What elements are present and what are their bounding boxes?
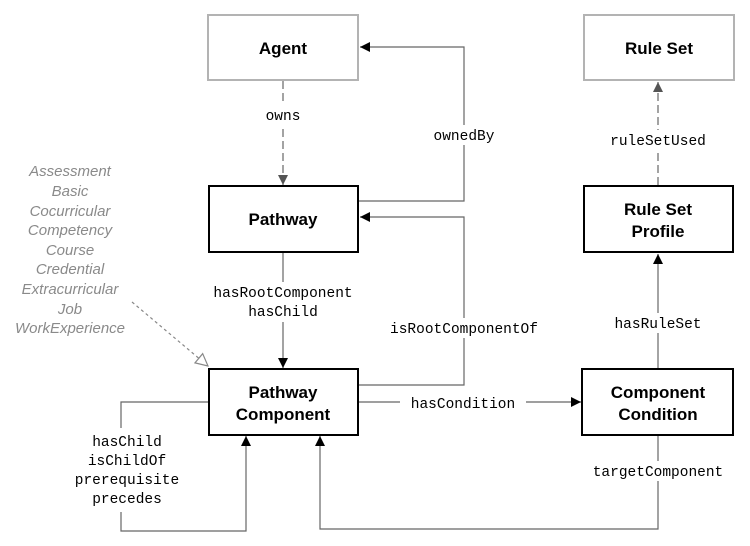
- component-subtypes-list: Assessment Basic Cocurricular Competency…: [15, 163, 125, 337]
- node-pathway-component-label-line2: Component: [236, 405, 331, 424]
- label-rule-set-used: ruleSetUsed: [610, 134, 706, 150]
- node-pathway-label: Pathway: [249, 210, 319, 229]
- node-component-condition[interactable]: Component Condition: [581, 368, 734, 436]
- label-self-loop-has-child: hasChild: [92, 435, 162, 451]
- node-agent[interactable]: Agent: [207, 14, 359, 81]
- label-target-component: targetComponent: [593, 465, 724, 481]
- subtype-item: Course: [46, 242, 94, 259]
- node-component-condition-label-line1: Component: [611, 383, 706, 402]
- label-has-rule-set: hasRuleSet: [614, 317, 701, 333]
- edge-subtype: [131, 301, 208, 366]
- node-rule-set-label: Rule Set: [625, 39, 693, 58]
- label-has-condition: hasCondition: [411, 397, 515, 413]
- label-self-loop-precedes: precedes: [92, 492, 162, 508]
- edge-target-component: [315, 435, 659, 530]
- subtype-item: Credential: [36, 261, 105, 278]
- label-self-loop-prerequisite: prerequisite: [75, 473, 179, 489]
- edge-owned-by: [359, 42, 465, 202]
- label-owns: owns: [266, 109, 301, 125]
- subtype-item: WorkExperience: [15, 320, 125, 337]
- node-rule-set-profile-label-line2: Profile: [632, 222, 685, 241]
- subtype-item: Cocurricular: [30, 203, 112, 220]
- label-self-loop-is-child-of: isChildOf: [88, 454, 166, 470]
- label-is-root-component-of: isRootComponentOf: [390, 322, 538, 338]
- node-component-condition-label-line2: Condition: [618, 405, 697, 424]
- label-has-child: hasChild: [248, 305, 318, 321]
- edge-is-root-component-of: [359, 212, 465, 386]
- label-owned-by: ownedBy: [434, 129, 495, 145]
- node-rule-set[interactable]: Rule Set: [583, 14, 735, 81]
- edge-self-loop: [120, 401, 251, 532]
- node-rule-set-profile-label-line1: Rule Set: [624, 200, 692, 219]
- subtype-item: Basic: [52, 183, 89, 200]
- node-agent-label: Agent: [259, 39, 308, 58]
- node-pathway-component-label-line1: Pathway: [249, 383, 319, 402]
- node-pathway-component[interactable]: Pathway Component: [208, 368, 359, 436]
- subtype-item: Extracurricular: [22, 281, 120, 298]
- subtype-item: Competency: [28, 222, 114, 239]
- label-has-root-component: hasRootComponent: [213, 286, 352, 302]
- subtype-item: Job: [57, 301, 82, 318]
- subtype-item: Assessment: [28, 163, 112, 180]
- node-pathway[interactable]: Pathway: [208, 185, 359, 253]
- node-rule-set-profile[interactable]: Rule Set Profile: [583, 185, 734, 253]
